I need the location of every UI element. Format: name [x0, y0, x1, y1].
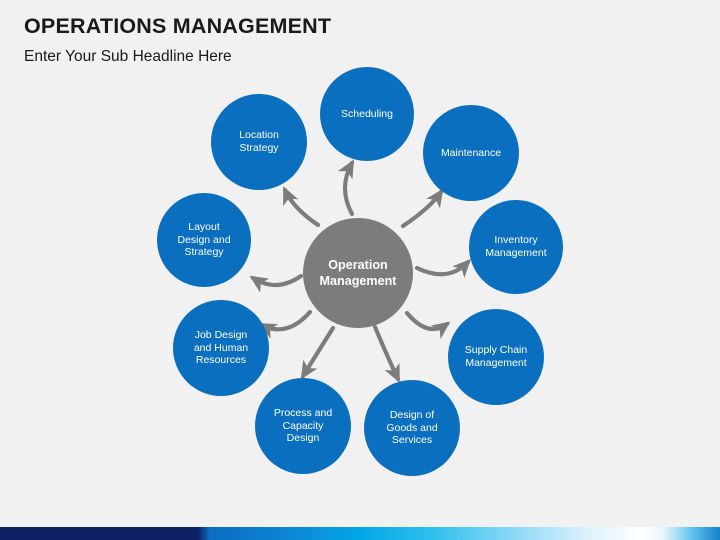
node-layout-design-label-2: Design and: [177, 233, 231, 246]
hub-operation-management[interactable]: Operation Management: [303, 218, 413, 328]
node-supply-chain-label-1: Supply Chain: [464, 344, 528, 357]
node-location-strategy[interactable]: Location Strategy: [211, 94, 307, 190]
node-job-design-label-2: and Human: [193, 341, 249, 354]
operations-management-diagram: Operation Management Scheduling Maintena…: [157, 67, 563, 476]
node-inventory-label-1: Inventory: [494, 234, 538, 247]
arrow-to-inventory: [414, 258, 471, 278]
node-job-design-label-3: Resources: [195, 354, 247, 367]
node-layout-design-label-1: Layout: [188, 220, 220, 233]
node-maintenance[interactable]: Maintenance: [423, 105, 519, 201]
node-design-goods-label-1: Design of: [389, 408, 435, 421]
node-process-capacity-label-2: Capacity: [282, 419, 324, 432]
node-location-strategy-label-2: Strategy: [239, 142, 279, 154]
node-scheduling-label-1: Scheduling: [341, 107, 393, 120]
arrow-to-process-capacity: [300, 325, 336, 380]
node-process-and-capacity-design[interactable]: Process and Capacity Design: [255, 378, 351, 474]
node-supply-chain-management[interactable]: Supply Chain Management: [448, 309, 544, 405]
node-design-of-goods-and-services[interactable]: Design of Goods and Services: [364, 380, 460, 476]
slide-header: OPERATIONS MANAGEMENT Enter Your Sub Hea…: [24, 14, 331, 66]
arrow-to-supply-chain: [404, 310, 451, 339]
node-inventory-management[interactable]: Inventory Management: [469, 200, 563, 294]
arrow-to-design-goods: [372, 324, 401, 383]
node-process-capacity-label-3: Design: [286, 432, 320, 445]
arrow-to-location-strategy: [282, 186, 321, 228]
page-subtitle: Enter Your Sub Headline Here: [24, 47, 232, 65]
hub-label-line-2: Management: [319, 274, 397, 288]
hub-label-line-1: Operation: [328, 257, 388, 272]
node-process-capacity-label-1: Process and: [273, 406, 333, 419]
arrow-to-layout-design: [249, 273, 304, 293]
node-inventory-label-2: Management: [485, 247, 547, 259]
arrow-to-job-design: [258, 309, 313, 339]
arrow-to-maintenance: [400, 188, 444, 229]
node-job-design-and-human-resources[interactable]: Job Design and Human Resources: [173, 300, 269, 396]
node-job-design-label-1: Job Design: [194, 328, 248, 341]
page-title: OPERATIONS MANAGEMENT: [24, 14, 332, 38]
node-design-goods-label-3: Services: [391, 434, 433, 447]
node-scheduling[interactable]: Scheduling: [320, 67, 414, 161]
node-layout-design-label-3: Strategy: [184, 246, 224, 259]
arrow-to-scheduling: [337, 159, 355, 217]
node-maintenance-label-1: Maintenance: [440, 146, 502, 159]
node-location-strategy-label-1: Location: [239, 129, 279, 142]
node-design-goods-label-2: Goods and: [386, 421, 438, 434]
node-layout-design-and-strategy[interactable]: Layout Design and Strategy: [157, 193, 251, 287]
bottom-gradient-band: [0, 527, 720, 540]
node-supply-chain-label-2: Management: [465, 357, 527, 369]
